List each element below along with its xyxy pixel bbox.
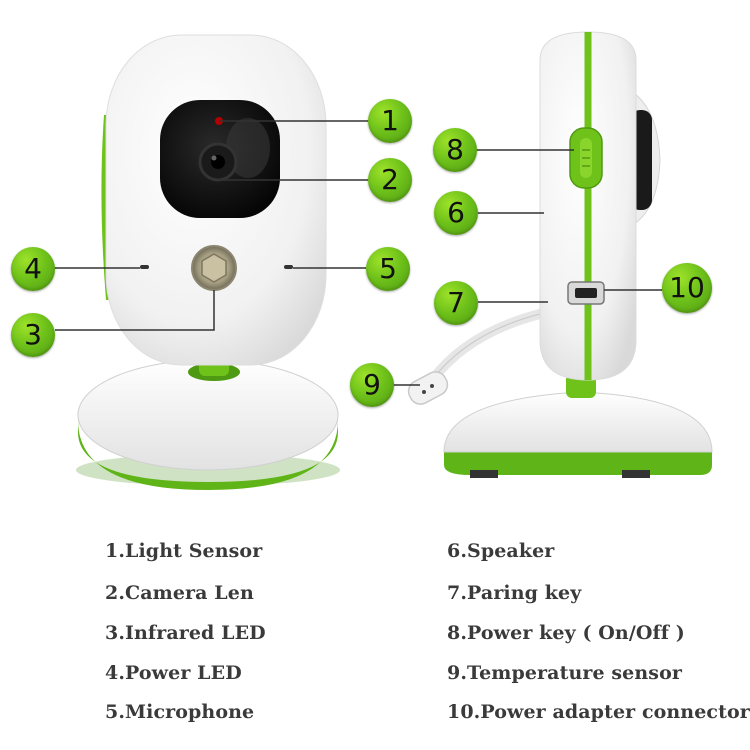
legend-item-paring-key: 7.Paring key xyxy=(447,582,582,604)
callout-1: 1 xyxy=(368,99,412,143)
callout-3: 3 xyxy=(11,313,55,357)
side-base-green xyxy=(444,448,712,475)
callout-2: 2 xyxy=(368,158,412,202)
legend-item-light-sensor: 1.Light Sensor xyxy=(105,540,263,562)
side-base-top xyxy=(443,391,713,453)
legend-item-temperature-sensor: 9.Temperature sensor xyxy=(447,662,682,684)
callout-8: 8 xyxy=(433,128,477,172)
parts-legend: 1.Light Sensor 2.Camera Len 3.Infrared L… xyxy=(0,530,750,740)
legend-item-power-adapter-connector: 10.Power adapter connector xyxy=(447,701,750,723)
legend-item-power-key: 8.Power key ( On/Off ) xyxy=(447,622,685,644)
legend-item-camera-len: 2.Camera Len xyxy=(105,582,254,604)
side-view xyxy=(407,31,713,478)
callout-4: 4 xyxy=(11,247,55,291)
temperature-sensor xyxy=(407,371,449,405)
legend-item-speaker: 6.Speaker xyxy=(447,540,555,562)
legend-item-microphone: 5.Microphone xyxy=(105,701,255,723)
callout-10: 10 xyxy=(662,263,712,313)
callout-5: 5 xyxy=(366,247,410,291)
leader-3 xyxy=(55,290,215,331)
legend-item-power-led: 4.Power LED xyxy=(105,662,242,684)
product-diagram: 1 2 3 4 5 6 7 8 9 10 xyxy=(11,31,713,490)
callout-7: 7 xyxy=(434,281,478,325)
microphone xyxy=(284,265,293,269)
legend-item-infrared-led: 3.Infrared LED xyxy=(105,622,266,644)
camera-illustration xyxy=(53,31,713,490)
front-view xyxy=(76,34,340,490)
power-led xyxy=(140,265,149,269)
leader-lines xyxy=(53,120,664,386)
callout-9: 9 xyxy=(350,363,394,407)
callout-6: 6 xyxy=(434,191,478,235)
